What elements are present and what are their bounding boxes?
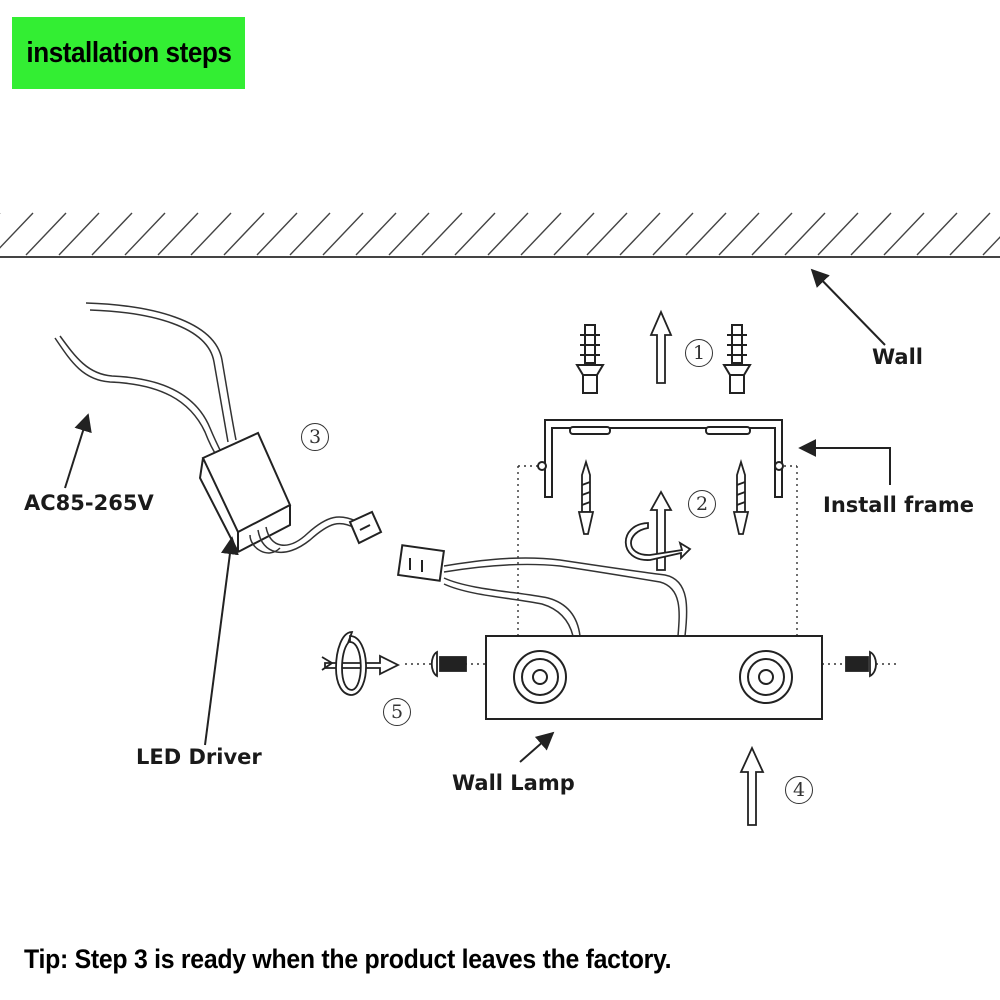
hatch-line — [718, 212, 760, 256]
hatch-line — [652, 212, 694, 256]
wall-label: Wall — [872, 345, 923, 369]
install-frame-bracket — [537, 419, 784, 498]
step-3-marker: 3 — [301, 423, 329, 451]
wall-pointer-arrow — [810, 268, 886, 346]
wall-hatching — [0, 212, 1000, 258]
hatch-line — [289, 212, 331, 256]
title-box: installation steps — [12, 17, 245, 89]
hatch-line — [685, 212, 727, 256]
hatch-line — [487, 212, 529, 256]
lamp-connector — [396, 544, 446, 582]
ac-voltage-label: AC85-265V — [24, 491, 154, 515]
hatch-line — [586, 212, 628, 256]
hatch-line — [619, 212, 661, 256]
hatch-line — [982, 236, 1000, 256]
hatch-line — [883, 212, 925, 256]
hatch-line — [124, 212, 166, 256]
install-frame-label: Install frame — [823, 493, 974, 517]
hatch-line — [58, 212, 100, 256]
wall-anchor-right — [722, 324, 752, 394]
step1-up-arrow — [649, 309, 673, 384]
step-4-marker: 4 — [785, 776, 813, 804]
hatch-line — [817, 212, 859, 256]
hatch-line — [850, 212, 892, 256]
led-driver-box — [198, 431, 292, 553]
led-driver-pointer-arrow — [204, 536, 239, 746]
driver-output-wires — [249, 516, 357, 554]
hatch-line — [322, 212, 364, 256]
step-5-marker: 5 — [383, 698, 411, 726]
page-title: installation steps — [25, 36, 232, 69]
hatch-line — [916, 212, 958, 256]
hatch-line — [0, 212, 34, 249]
install-frame-pointer-arrow — [798, 439, 891, 485]
hatch-line — [355, 212, 397, 256]
ac-voltage-pointer-arrow — [64, 413, 92, 489]
side-screw-right — [845, 650, 877, 678]
wall-anchor-left — [575, 324, 605, 394]
led-driver-label: LED Driver — [136, 745, 262, 769]
side-screw-left — [430, 650, 467, 678]
hatch-line — [421, 212, 463, 256]
hatch-line — [949, 212, 991, 256]
step-1-marker: 1 — [685, 339, 713, 367]
hatch-line — [553, 212, 595, 256]
driver-connector — [348, 510, 383, 545]
hatch-line — [25, 212, 67, 256]
wall-lamp-pointer-arrow — [519, 731, 555, 763]
frame-screw-left — [577, 458, 595, 535]
step-2-marker: 2 — [688, 490, 716, 518]
hatch-line — [190, 212, 232, 256]
step2-rotate-arrow — [624, 490, 692, 571]
hatch-line — [784, 212, 826, 256]
hatch-line — [157, 212, 199, 256]
hatch-line — [91, 212, 133, 256]
footer-tip: Tip: Step 3 is ready when the product le… — [24, 944, 672, 974]
step5-rotate-arrow — [321, 631, 401, 696]
input-wires — [54, 302, 237, 459]
hatch-line — [520, 212, 562, 256]
hatch-line — [454, 212, 496, 256]
frame-screw-right — [732, 458, 750, 535]
lamp-wires — [443, 557, 688, 637]
step4-up-arrow — [739, 745, 765, 826]
hatch-line — [256, 212, 298, 256]
wall-lamp-label: Wall Lamp — [452, 771, 575, 795]
hatch-line — [388, 212, 430, 256]
hatch-line — [751, 212, 793, 256]
hatch-line — [223, 212, 265, 256]
wall-lamp-body — [485, 635, 823, 720]
